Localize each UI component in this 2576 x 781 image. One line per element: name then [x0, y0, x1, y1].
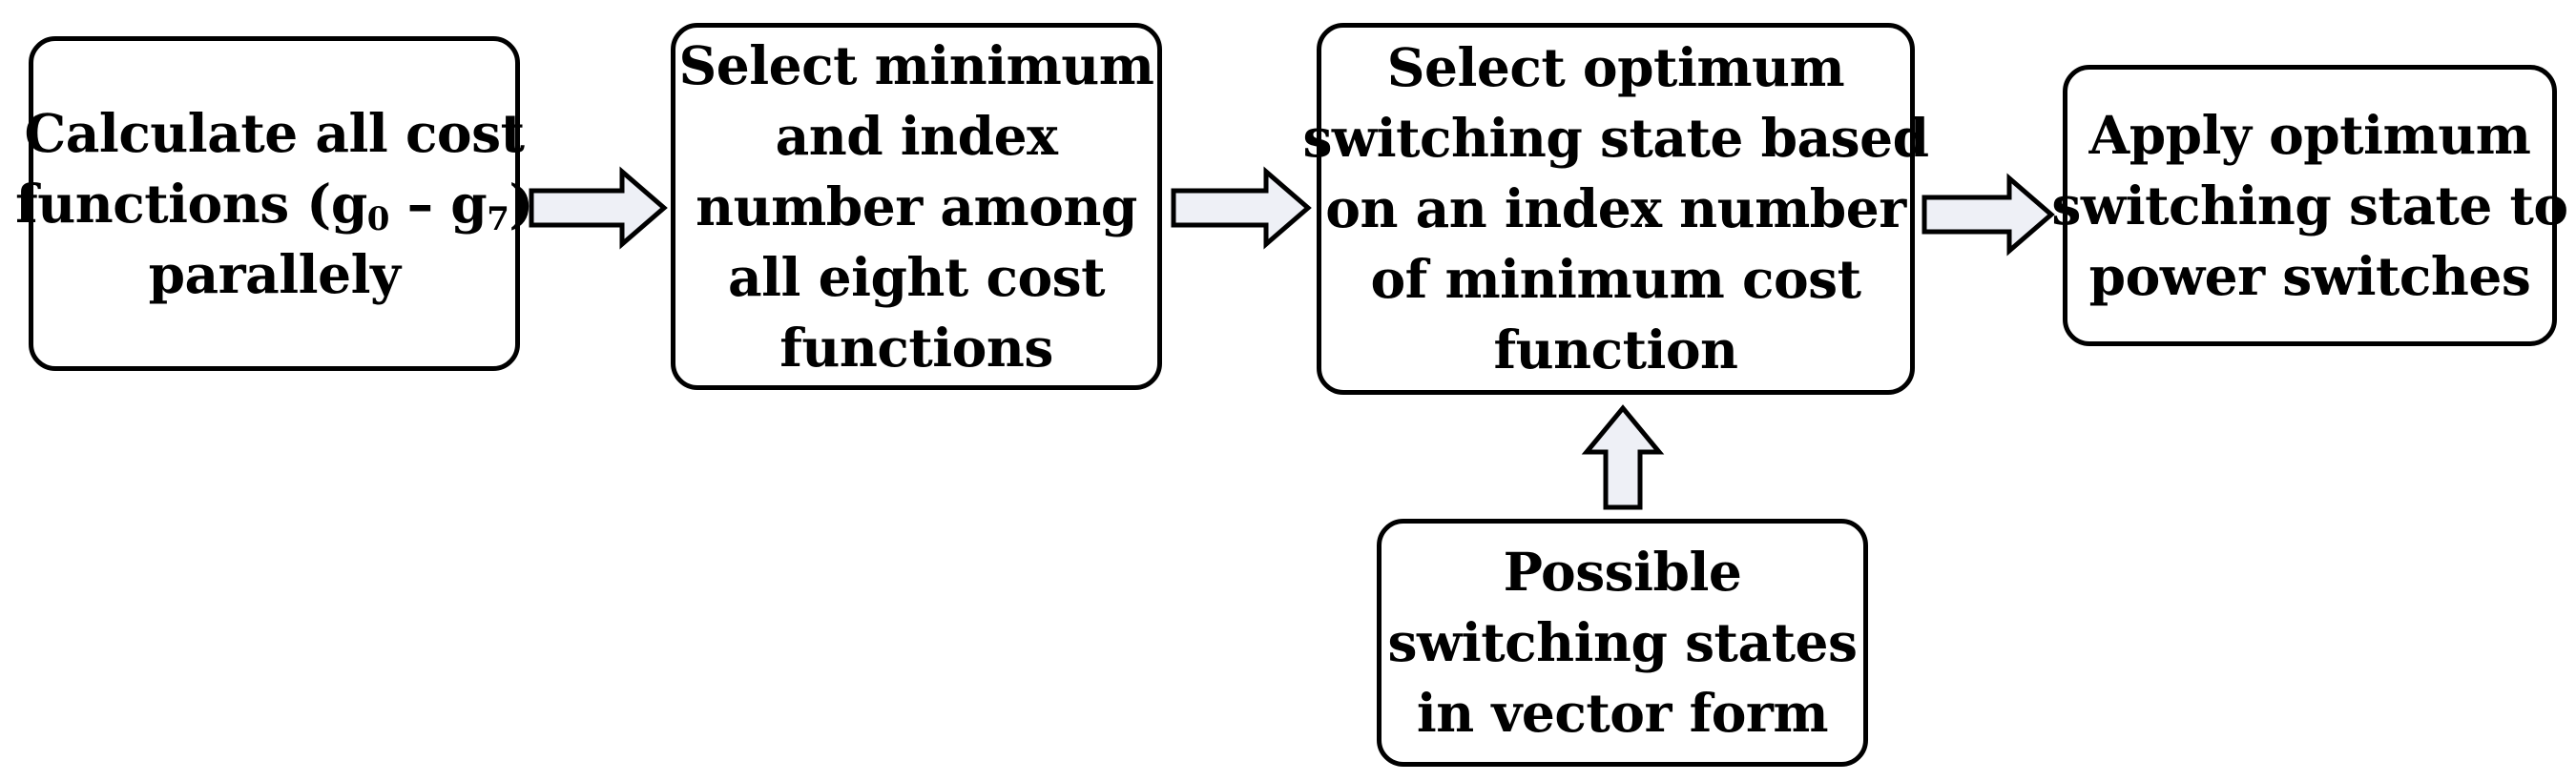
- text-line: Apply optimum: [2088, 103, 2531, 166]
- node-calculate-cost-functions: Calculate all cost functions (g0 – g7) p…: [15, 36, 533, 371]
- node-select-optimum-text: Select optimum switching state based on …: [1302, 32, 1929, 385]
- text-line: Possible: [1503, 541, 1742, 603]
- text-line: switching states: [1387, 611, 1858, 673]
- text-line: in vector form: [1416, 682, 1829, 744]
- text-line: functions (g0 – g7): [15, 169, 533, 239]
- arrow-up: [1581, 404, 1665, 510]
- text-line: parallely: [148, 242, 401, 305]
- text-line: Select optimum: [1386, 36, 1845, 98]
- node-possible-switching-states: Possible switching states in vector form: [1377, 519, 1868, 767]
- arrow-right-1: [529, 166, 668, 250]
- text-line: function: [1493, 319, 1738, 380]
- text-line: on an index number: [1325, 177, 1906, 239]
- subscript: 7: [487, 199, 509, 238]
- node-calculate-cost-functions-text: Calculate all cost functions (g0 – g7) p…: [15, 98, 533, 310]
- node-select-optimum: Select optimum switching state based on …: [1302, 23, 1929, 395]
- node-apply-optimum: Apply optimum switching state to power s…: [2051, 65, 2568, 346]
- text-fragment: – g: [388, 172, 488, 235]
- text-line: functions: [779, 316, 1053, 379]
- text-line: switching state based: [1302, 107, 1929, 169]
- subscript: 0: [366, 199, 390, 238]
- text-line: and index: [775, 104, 1058, 167]
- text-line: of minimum cost: [1370, 248, 1861, 310]
- node-apply-optimum-text: Apply optimum switching state to power s…: [2051, 100, 2568, 312]
- text-line: switching state to: [2051, 174, 2568, 236]
- node-select-minimum-text: Select minimum and index number among al…: [678, 31, 1155, 383]
- text-line: Calculate all cost: [24, 101, 525, 164]
- node-possible-switching-states-text: Possible switching states in vector form: [1388, 537, 1858, 749]
- arrow-right-2: [1171, 166, 1312, 250]
- text-line: Select minimum: [678, 33, 1155, 96]
- node-select-minimum: Select minimum and index number among al…: [671, 23, 1162, 390]
- arrow-right-3: [1922, 173, 2055, 257]
- text-line: number among: [696, 175, 1137, 237]
- text-fragment: functions (g: [15, 172, 367, 235]
- text-line: all eight cost: [728, 245, 1106, 308]
- text-line: power switches: [2088, 244, 2531, 307]
